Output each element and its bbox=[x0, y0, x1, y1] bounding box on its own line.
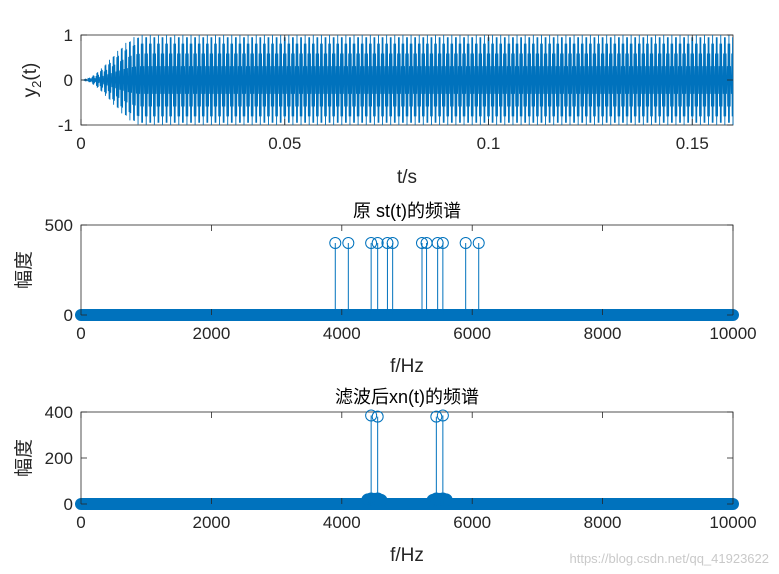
xtick-label: 2000 bbox=[192, 513, 230, 532]
peak-marker bbox=[365, 409, 378, 422]
xtick-label: 0 bbox=[76, 134, 85, 153]
ytick-label: 400 bbox=[45, 403, 73, 422]
axes-filtered-spectrum: 滤波后xn(t)的频谱 0 2000 4000 6000 8000 10000 0 200 40… bbox=[13, 387, 757, 566]
ytick-label: 0 bbox=[64, 495, 73, 514]
signal-line bbox=[81, 34, 734, 126]
original-spectrum-plot-area bbox=[75, 237, 739, 321]
signal-ylabel-sub: 2 bbox=[29, 81, 44, 88]
filtered-spectrum-plot-area bbox=[75, 409, 739, 510]
xtick-label: 0 bbox=[76, 324, 85, 343]
xtick-label: 2000 bbox=[192, 324, 230, 343]
peak-marker bbox=[436, 237, 449, 249]
peak-marker bbox=[371, 410, 384, 423]
peak-marker bbox=[436, 409, 449, 422]
axes-original-spectrum-box bbox=[80, 224, 734, 316]
xtick-label: 4000 bbox=[323, 513, 361, 532]
signal-ylabel-base: y bbox=[20, 87, 41, 97]
peak-marker bbox=[386, 237, 399, 249]
ytick-label: 0 bbox=[64, 71, 73, 90]
xtick-label: 8000 bbox=[584, 513, 622, 532]
signal-ylabel-tail: (t) bbox=[20, 63, 41, 81]
peak-marker bbox=[329, 237, 342, 249]
skirt-marker bbox=[374, 493, 388, 507]
xtick-label: 8000 bbox=[584, 324, 622, 343]
peak-marker bbox=[415, 237, 428, 249]
xtick-label: 4000 bbox=[323, 324, 361, 343]
peak-marker bbox=[342, 237, 355, 249]
filtered-spectrum-ylabel: 幅度 bbox=[13, 439, 35, 477]
skirt-marker bbox=[439, 493, 453, 507]
peak-marker bbox=[371, 237, 384, 249]
original-spectrum-ticks: 0 2000 4000 6000 8000 10000 0 500 bbox=[45, 216, 757, 343]
filtered-spectrum-title: 滤波后xn(t)的频谱 bbox=[335, 387, 479, 407]
peak-marker bbox=[365, 237, 378, 249]
xtick-label: 0.15 bbox=[676, 134, 709, 153]
axes-original-spectrum: 原 st(t)的频谱 0 2000 4000 6000 8000 10000 0 500 f/… bbox=[13, 201, 757, 377]
ytick-label: 0 bbox=[64, 306, 73, 325]
signal-plot-area bbox=[81, 34, 734, 126]
xtick-label: 10000 bbox=[709, 324, 756, 343]
peak-marker bbox=[459, 237, 472, 249]
original-spectrum-title: 原 st(t)的频谱 bbox=[353, 201, 461, 221]
ytick-label: -1 bbox=[58, 116, 73, 135]
xtick-label: 6000 bbox=[453, 513, 491, 532]
ytick-label: 200 bbox=[45, 449, 73, 468]
original-spectrum-xlabel: f/Hz bbox=[390, 356, 424, 377]
xtick-label: 6000 bbox=[453, 324, 491, 343]
signal-xlabel: t/s bbox=[397, 167, 417, 188]
peak-marker bbox=[430, 410, 443, 423]
filtered-spectrum-ticks: 0 2000 4000 6000 8000 10000 0 200 400 bbox=[45, 403, 757, 532]
ytick-label: 500 bbox=[45, 216, 73, 235]
peak-marker bbox=[472, 237, 485, 249]
xtick-label: 0.05 bbox=[268, 134, 301, 153]
xtick-label: 10000 bbox=[709, 513, 756, 532]
axes-filtered-spectrum-box bbox=[80, 411, 734, 505]
signal-ylabel: y2(t) bbox=[20, 63, 44, 98]
original-spectrum-ylabel: 幅度 bbox=[13, 251, 35, 289]
xtick-label: 0 bbox=[76, 513, 85, 532]
xtick-label: 0.1 bbox=[477, 134, 501, 153]
watermark: https://blog.csdn.net/qq_41923622 bbox=[569, 551, 770, 566]
ytick-label: 1 bbox=[64, 26, 73, 45]
filtered-spectrum-xlabel: f/Hz bbox=[390, 545, 424, 566]
